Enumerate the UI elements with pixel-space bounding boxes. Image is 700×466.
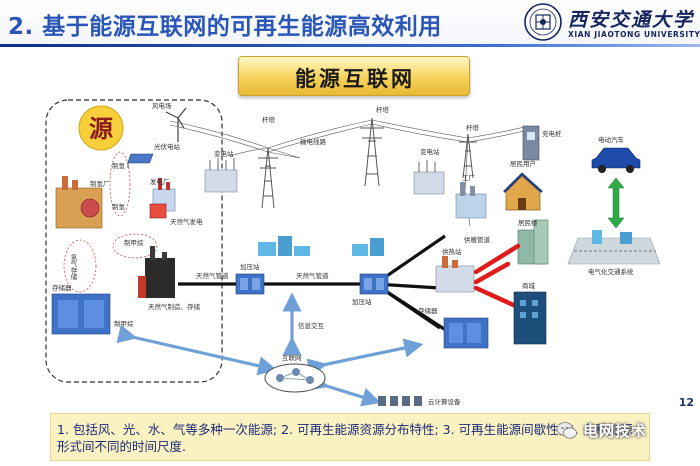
- charging-pile-label: 充电桩: [542, 129, 562, 138]
- cloud-computing-label: 云计算设备: [428, 397, 461, 406]
- energy-internet-diagram: 源 杆塔 杆塔 杆塔 输电线路 风电场 光伏电站 发电厂 变电站: [45, 99, 661, 407]
- pressure-station-icon-2: [359, 273, 389, 295]
- factory-icon: [455, 182, 487, 219]
- pv-panel-icon: [127, 153, 154, 168]
- source-badge: [78, 105, 124, 151]
- methanation-label: 制甲烷: [124, 238, 144, 247]
- hydrogen-making-label-2: 制氢: [112, 202, 126, 211]
- power-plant-label: 发电厂: [150, 177, 170, 186]
- power-tower-1: [258, 147, 278, 209]
- electric-vehicle-icon: [591, 147, 641, 173]
- caption-box: 1. 包括风、光、水、气等多种一次能源; 2. 可再生能源资源分布特性; 3. …: [50, 413, 650, 461]
- source-region: [45, 99, 223, 383]
- electric-vehicle-label: 电动汽车: [598, 135, 625, 144]
- slide-title: 2. 基于能源互联网的可再生能源高效利用: [8, 14, 442, 40]
- wind-turbine-icon: [165, 107, 187, 142]
- residential-user-icon: [503, 172, 543, 211]
- heating-station-icon: [435, 256, 475, 293]
- ev-traffic-label: 电气化交通系统: [588, 267, 634, 276]
- tower-label-1: 杆塔: [262, 115, 276, 124]
- university-name-cn: 西安交通大学: [568, 9, 695, 31]
- gas-production-label: 天然气制造、存储: [148, 302, 201, 311]
- gas-pipeline-label-1: 天然气管道: [196, 271, 229, 280]
- title-rule: [0, 44, 700, 47]
- tower-label-2: 杆塔: [376, 105, 390, 114]
- hydrogen-process-oval: [109, 151, 131, 217]
- ev-traffic-system-icon: [567, 230, 661, 265]
- consumer-building-2: [352, 238, 384, 256]
- information-arrows: [116, 292, 424, 407]
- source-label: 源: [89, 115, 113, 143]
- substation-label-2: 变电站: [420, 147, 440, 156]
- wechat-icon: [556, 422, 577, 439]
- cloud-computing-devices-icon: [378, 396, 422, 406]
- internet-cloud-icon: [264, 363, 326, 393]
- transmission-line-label: 输电线路: [300, 137, 327, 146]
- tower-label-3: 杆塔: [466, 123, 480, 132]
- substation-icon-1: [204, 158, 238, 193]
- university-name-en: XIAN JIAOTONG UNIVERSITY: [568, 30, 700, 39]
- energy-internet-banner: 能源互联网: [238, 56, 470, 96]
- gas-production-icon: [138, 246, 175, 298]
- pressure-station-label-1: 加压站: [240, 262, 260, 271]
- heating-pipeline-label: 供暖管道: [464, 235, 491, 244]
- hydrogen-plant-label: 制氢厂: [90, 179, 110, 188]
- internet-label: 互联网: [282, 353, 302, 362]
- residential-building-icon: [517, 219, 549, 265]
- residential-building-label: 居民楼: [518, 218, 538, 227]
- info-exchange-label: 信息交互: [298, 321, 325, 330]
- wind-farm-label: 风电场: [152, 101, 172, 110]
- gas-storage-oval: [63, 239, 97, 293]
- pv-station-label: 光伏电站: [154, 142, 181, 151]
- factory-label: 工厂: [462, 174, 476, 182]
- power-tower-3: [459, 133, 477, 179]
- hydrogen-plant-icon: [55, 176, 103, 229]
- page-number: 12: [678, 396, 694, 409]
- caption-text: 1. 包括风、光、水、气等多种一次能源; 2. 可再生能源资源分布特性; 3. …: [57, 422, 633, 454]
- methane-process-oval: [112, 233, 158, 259]
- watermark: 电网技术: [556, 418, 698, 444]
- gas-generation-unit: [149, 203, 167, 219]
- ev-transport-arrow: [607, 177, 625, 229]
- power-tower-2: [360, 117, 384, 187]
- pressure-station-label-2: 加压站: [352, 297, 372, 306]
- banner-text: 能源互联网: [295, 67, 415, 91]
- storage-label-right: 存储器: [418, 306, 438, 315]
- charging-pile-icon: [522, 125, 540, 161]
- university-emblem-icon: [524, 3, 562, 41]
- storage-label-left: 存储器: [52, 283, 72, 292]
- methanation-label-2: 制甲烷: [114, 319, 134, 328]
- consumer-building-1: [258, 236, 310, 256]
- gas-pipeline: [178, 282, 441, 290]
- gas-generation-label: 天然气发电: [170, 217, 203, 226]
- heating-station-label: 供热站: [442, 247, 462, 256]
- storage-icon-left: [51, 293, 111, 335]
- heating-lines: [473, 243, 523, 311]
- storage-icon-right: [443, 317, 489, 349]
- substation-icon-2: [413, 160, 445, 195]
- mall-label: 商城: [522, 281, 536, 290]
- university-logo: 西安交通大学 XIAN JIAOTONG UNIVERSITY: [524, 3, 700, 43]
- mall-icon: [513, 291, 547, 345]
- watermark-text: 电网技术: [583, 422, 648, 440]
- slide-header: 2. 基于能源互联网的可再生能源高效利用: [0, 0, 700, 44]
- hydrogen-making-label-1: 制氢: [112, 161, 126, 170]
- gas-pipeline-label-2: 天然气管道: [296, 271, 329, 280]
- gas-storage-label: 氢气存储: [69, 253, 77, 281]
- pressure-station-icon-1: [235, 273, 265, 295]
- residential-user-label: 居民用户: [510, 159, 536, 168]
- substation-label-1: 变电站: [214, 149, 234, 158]
